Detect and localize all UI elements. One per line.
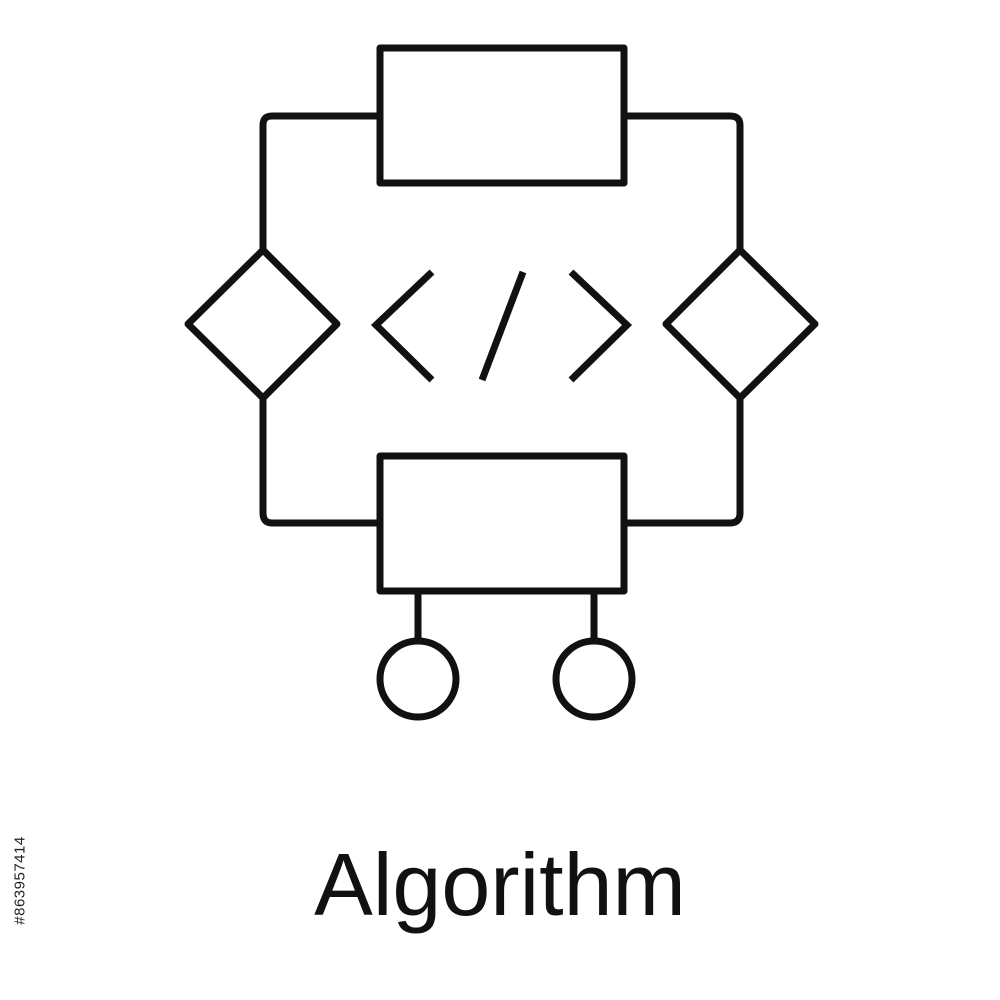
terminator-circle-right	[552, 637, 636, 721]
code-tag-icon	[370, 269, 633, 383]
connector-top-right	[621, 112, 744, 254]
stock-id-label-wrap: #863957414	[0, 760, 40, 1000]
process-box-top	[376, 44, 628, 187]
process-box-bottom	[376, 452, 628, 595]
decision-diamond-left	[184, 246, 341, 402]
code-bracket-left	[370, 269, 435, 383]
connector-bottom-left	[259, 394, 382, 527]
code-slash	[478, 270, 527, 382]
stock-id-label: #863957414	[11, 835, 29, 925]
code-bracket-right	[568, 269, 633, 383]
icon-caption: Algorithm	[314, 835, 686, 934]
flowchart-drawing	[184, 44, 819, 721]
terminator-circle-left	[376, 637, 460, 721]
connector-bottom-right	[621, 394, 744, 527]
decision-diamond-right	[662, 246, 819, 402]
connector-top-left	[259, 112, 382, 254]
algorithm-flowchart-icon	[184, 44, 819, 721]
